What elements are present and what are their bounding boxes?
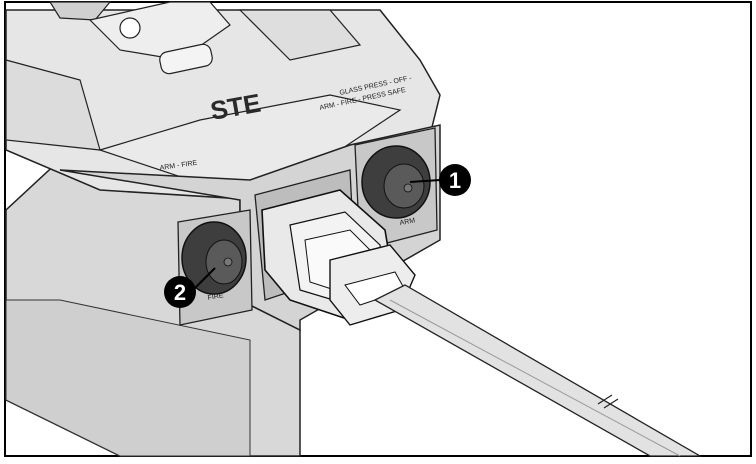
fire-button-center [223, 257, 233, 267]
cable-mark-2 [603, 398, 619, 409]
arm-button-center [403, 183, 413, 193]
cable-highlight [389, 299, 681, 457]
arm-button-cap [383, 163, 425, 209]
lid-ridge-right [238, 9, 362, 61]
cable [373, 284, 703, 457]
callout-1-leader [409, 179, 441, 183]
callout-2-leader [194, 267, 216, 289]
housing-lower-face [5, 299, 251, 457]
callout-1-badge [439, 164, 471, 196]
callout-1-number: 1 [449, 168, 461, 193]
callout-2-number: 2 [174, 280, 186, 305]
cable-mark-1 [597, 394, 613, 405]
fire-label: FIRE [207, 292, 224, 302]
arm-label: ARM [399, 217, 416, 227]
callout-2-badge [164, 276, 196, 308]
emblem-icon [119, 17, 141, 39]
lid-button-slot [159, 43, 213, 75]
